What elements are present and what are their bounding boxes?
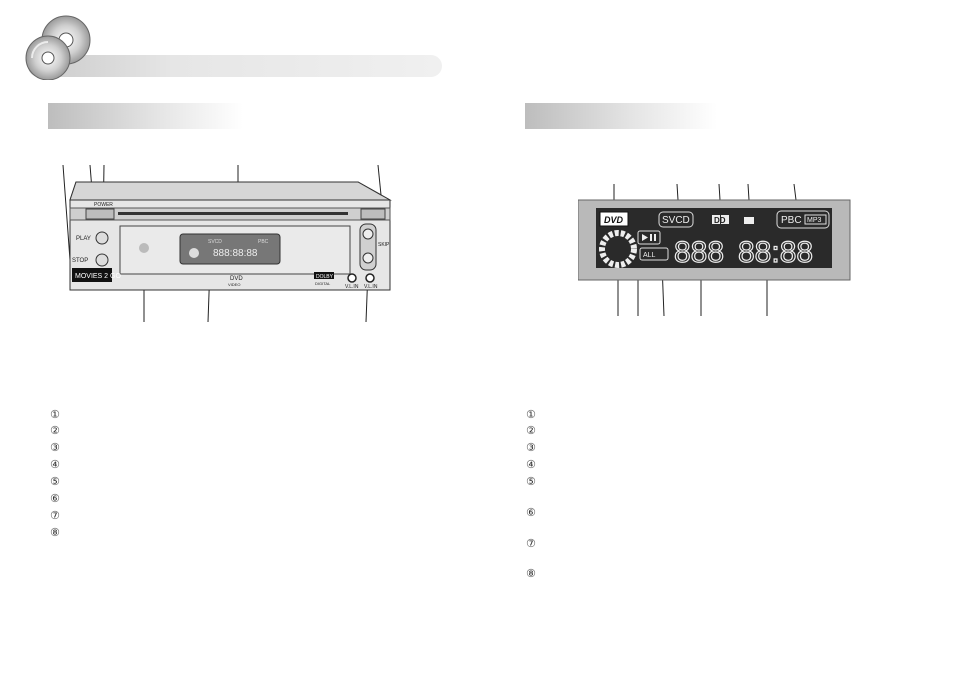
- section-bar-left: [48, 103, 243, 129]
- stop-label: STOP: [72, 258, 88, 264]
- left-list-marker: ④: [50, 458, 60, 471]
- digital-label: DIGITAL: [315, 281, 331, 286]
- display-dolby-icon: DD: [714, 216, 726, 225]
- right-list-marker: ⑥: [526, 506, 536, 519]
- left-list-marker: ⑤: [50, 475, 60, 488]
- left-list-marker: ①: [50, 408, 60, 421]
- display-left-digits: 888: [674, 236, 724, 269]
- front-panel-diagram: POWER PLAY STOP SVCD PBC 888:88:88 MOVIE…: [62, 164, 392, 323]
- left-list-marker: ⑧: [50, 526, 60, 539]
- play-pause-icon: [637, 230, 661, 245]
- display-right-digits: 88:88: [738, 236, 813, 269]
- mini-digits: 888:88:88: [213, 248, 258, 259]
- right-list-marker: ⑧: [526, 567, 536, 580]
- right-list-marker: ④: [526, 458, 536, 471]
- play-label: PLAY: [76, 236, 91, 242]
- mini-svcd: SVCD: [208, 239, 222, 245]
- display-dvd-icon: DVD: [604, 215, 624, 225]
- vol-label-left: V.L.IN: [345, 284, 359, 290]
- header-bar: [28, 55, 442, 77]
- movies-logo: MOVIES 2 GO: [75, 273, 121, 280]
- power-label: POWER: [94, 202, 113, 208]
- dvd-logo: DVD: [230, 276, 243, 282]
- display-mp3: MP3: [807, 217, 822, 224]
- left-list-marker: ⑥: [50, 492, 60, 505]
- left-list-marker: ③: [50, 441, 60, 454]
- skip-label: SKIP: [378, 242, 390, 248]
- camera-icon: [744, 217, 754, 224]
- display-diagram: DVD SVCD DD PBC MP3 ALL 888 88:88: [578, 183, 851, 317]
- left-list-marker: ⑦: [50, 509, 60, 522]
- vol-label-right: V.L.IN: [364, 284, 378, 290]
- right-list-marker: ①: [526, 408, 536, 421]
- left-list-marker: ②: [50, 424, 60, 437]
- mini-pbc: PBC: [258, 239, 269, 245]
- disc-stack-icon: [25, 15, 91, 80]
- right-list-marker: ⑤: [526, 475, 536, 488]
- right-list-marker: ⑦: [526, 537, 536, 550]
- video-logo: VIDEO: [228, 282, 240, 287]
- right-list-marker: ③: [526, 441, 536, 454]
- display-svcd: SVCD: [662, 215, 690, 226]
- display-pbc: PBC: [781, 215, 802, 226]
- display-all: ALL: [643, 252, 656, 259]
- repeat-icon: [639, 247, 669, 261]
- section-bar-right: [525, 103, 717, 129]
- dolby-label: DOLBY: [316, 274, 334, 280]
- right-list-marker: ②: [526, 424, 536, 437]
